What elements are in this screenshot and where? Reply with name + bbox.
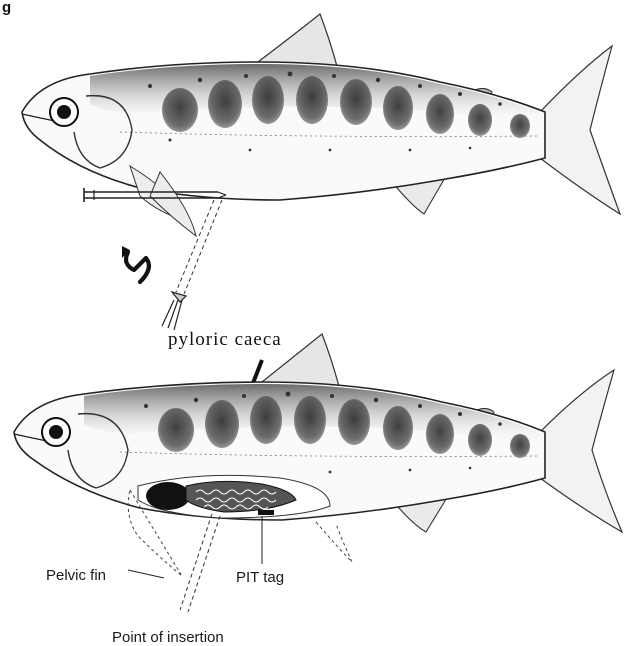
caption-fragment: g <box>2 0 11 16</box>
pit-tag-shape <box>258 510 274 515</box>
caudal-fin-top <box>540 46 620 214</box>
anal-fin-outline <box>316 522 352 562</box>
fish-top <box>22 14 620 330</box>
syringe-tip <box>162 292 186 330</box>
label-point-of-insertion: Point of insertion <box>112 629 224 646</box>
curved-arrow-icon <box>126 252 149 282</box>
pupil-bottom <box>49 425 63 439</box>
label-pyloric-caeca: pyloric caeca <box>168 329 282 350</box>
caudal-fin-bottom <box>540 370 622 532</box>
needle-path-bottom <box>180 514 220 612</box>
pupil-top <box>57 105 71 119</box>
label-pit-tag: PIT tag <box>236 569 284 586</box>
stomach <box>146 482 190 510</box>
label-pelvic-fin: Pelvic fin <box>46 567 106 584</box>
leader-pelvic-fin <box>128 570 164 578</box>
